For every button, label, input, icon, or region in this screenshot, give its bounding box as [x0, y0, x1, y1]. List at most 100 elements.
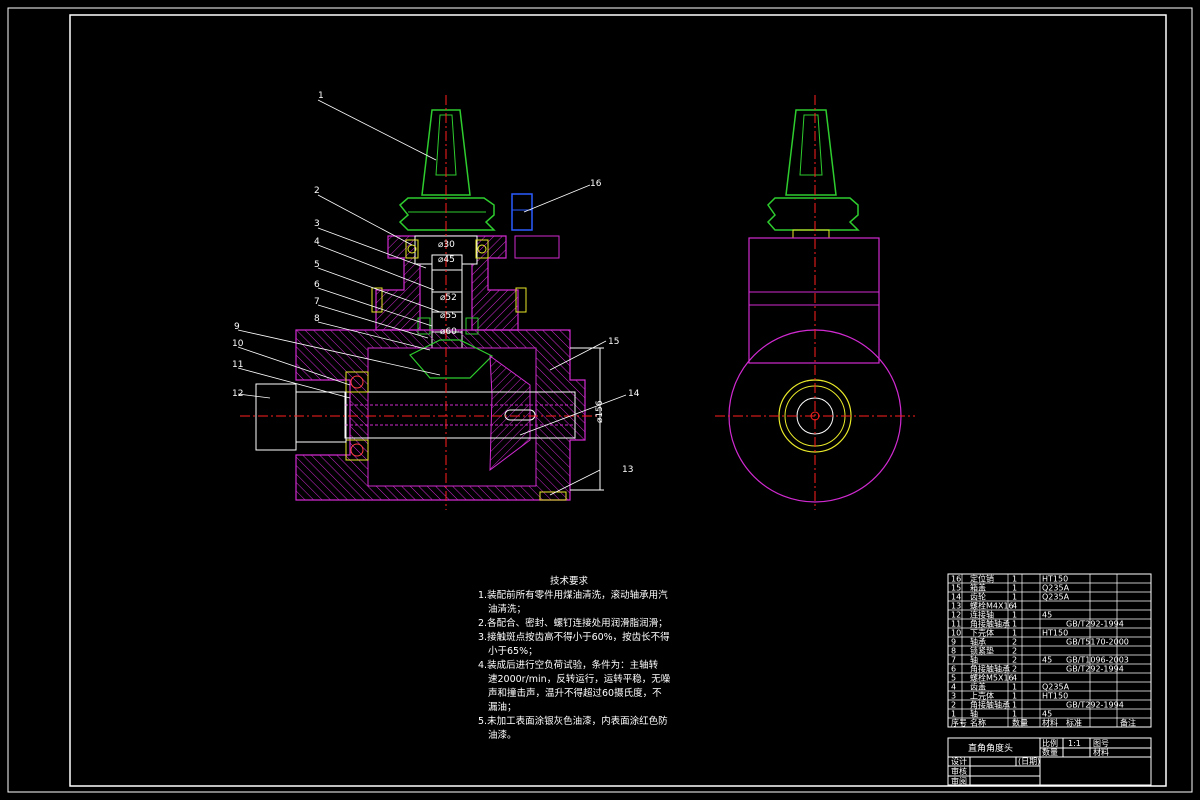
bom-header-std: 标准 — [1066, 718, 1082, 728]
tech-line: 声和撞击声，温升不得超过60摄氏度，不 — [488, 687, 662, 699]
tech-line: 小于65%； — [488, 646, 538, 657]
bom-qty: 1 — [1012, 611, 1017, 620]
bom-name: 齿轮 — [970, 592, 986, 602]
bom-no: 10 — [951, 629, 961, 638]
approve-label: 审阅 — [951, 776, 967, 786]
bom-no: 16 — [951, 575, 961, 584]
bom-qty: 1 — [1012, 593, 1017, 602]
tech-requirements: 技术要求 1.装配前所有零件用煤油清洗，滚动轴承用汽 油清洗； 2.各配合、密封… — [478, 575, 671, 741]
bom-name: 轴 — [970, 709, 978, 719]
bom-name: 上壳体 — [970, 691, 994, 701]
bom-qty: 1 — [1012, 629, 1017, 638]
bom-header-no: 序号 — [951, 718, 967, 728]
drawing-name: 直角角度头 — [968, 742, 1013, 754]
bom-qty: 4 — [1012, 674, 1017, 683]
bom-header-name: 名称 — [970, 718, 986, 728]
bom-no: 15 — [951, 584, 961, 593]
leader-lines — [237, 99, 627, 496]
callout-13: 13 — [622, 465, 633, 475]
design-label: 设计 — [951, 756, 967, 766]
bom-mat: Q235A — [1042, 593, 1070, 602]
bom-std: GB/T292-1994 — [1066, 701, 1124, 710]
bom-name: 锁紧垫 — [970, 646, 994, 656]
bom-no: 6 — [951, 665, 956, 674]
bom-name: 定位销 — [970, 574, 994, 584]
bom-qty: 1 — [1012, 575, 1017, 584]
callout-1: 1 — [318, 91, 324, 101]
bom-qty: 1 — [1012, 620, 1017, 629]
title-block: 直角角度头 比例 1:1 图号 数量 材料 设计 (日期) 审核 审阅 — [947, 737, 1152, 786]
bom-mat: 45 — [1042, 710, 1052, 719]
tech-line: 速2000r/min，反转运行，运转平稳，无噪 — [488, 673, 671, 685]
tech-line: 油清洗； — [488, 603, 526, 615]
bom-no: 13 — [951, 602, 961, 611]
callout-2: 2 — [314, 186, 320, 196]
bom-name: 下壳体 — [970, 628, 994, 638]
bom-name: 角接触轴承 — [970, 664, 1010, 674]
bom-no: 5 — [951, 674, 956, 683]
dim-52: ⌀52 — [440, 293, 457, 303]
bom-mat: 45 — [1042, 656, 1052, 665]
bom-no: 11 — [951, 620, 961, 629]
bom-no: 2 — [951, 701, 956, 710]
callout-8: 8 — [314, 314, 320, 324]
bom-no: 8 — [951, 647, 956, 656]
bom-no: 3 — [951, 692, 956, 701]
check-label: 审核 — [951, 766, 967, 776]
tech-line: 5.未加工表面涂银灰色油漆，内表面涂红色防 — [478, 715, 668, 727]
tech-line: 油漆。 — [488, 729, 517, 741]
bom-qty: 2 — [1012, 656, 1017, 665]
scale-value: 1:1 — [1068, 739, 1081, 748]
sheet-label: 图号 — [1093, 739, 1109, 748]
callout-16: 16 — [590, 179, 602, 189]
bom-name: 连接轴 — [970, 610, 994, 620]
scale-label: 比例 — [1042, 738, 1058, 748]
bom-no: 9 — [951, 638, 956, 647]
bom-std: GB/T5170-2000 — [1066, 638, 1129, 647]
bom-mat: Q235A — [1042, 683, 1070, 692]
tech-title: 技术要求 — [550, 575, 589, 587]
callout-4: 4 — [314, 237, 320, 247]
bom-std: GB/T1096-2003 — [1066, 656, 1129, 665]
outer-frame — [7, 7, 1193, 793]
callout-11: 11 — [232, 360, 243, 370]
bom-header-note: 备注 — [1120, 718, 1136, 728]
bom-std: GB/T292-1994 — [1066, 665, 1124, 674]
dim-156: ⌀156 — [595, 400, 605, 423]
bom-qty: 2 — [1012, 638, 1017, 647]
bom-no: 1 — [951, 710, 956, 719]
callout-3: 3 — [314, 219, 320, 229]
tech-line: 1.装配前所有零件用煤油清洗，滚动轴承用汽 — [478, 589, 668, 601]
dim-30: ⌀30 — [438, 240, 455, 250]
inner-frame — [69, 14, 1167, 787]
bom-name: 角接触轴承 — [970, 619, 1010, 629]
tech-line: 漏油； — [488, 701, 517, 713]
bom-name: 齿盖 — [970, 682, 986, 692]
material-label: 材料 — [1093, 747, 1109, 757]
bom-qty: 1 — [1012, 692, 1017, 701]
bom-no: 14 — [951, 593, 961, 602]
bom-header-mat: 材料 — [1042, 718, 1058, 728]
bom-mat: HT150 — [1042, 692, 1068, 701]
callout-14: 14 — [628, 389, 640, 399]
side-view — [715, 95, 915, 510]
bom-qty: 4 — [1012, 602, 1017, 611]
callout-9: 9 — [234, 322, 240, 332]
bom-name: 轴 — [970, 655, 978, 665]
tech-line: 4.装成后进行空负荷试验，条件为：主轴转 — [478, 659, 659, 671]
bom-qty: 2 — [1012, 647, 1017, 656]
date-tag: (日期) — [1018, 757, 1040, 766]
bom-no: 12 — [951, 611, 961, 620]
bom-mat: Q235A — [1042, 584, 1070, 593]
bom-qty: 1 — [1012, 683, 1017, 692]
bom-mat: 45 — [1042, 611, 1052, 620]
dim-55: ⌀55 — [440, 311, 457, 321]
bom-name: 螺栓M4X16 — [970, 601, 1014, 611]
dim-60: ⌀60 — [440, 327, 457, 337]
callout-10: 10 — [232, 339, 244, 349]
tech-line: 2.各配合、密封、螺钉连接处用润滑脂润滑； — [478, 617, 668, 629]
bom-qty: 2 — [1012, 665, 1017, 674]
bom-qty: 1 — [1012, 710, 1017, 719]
callout-6: 6 — [314, 280, 320, 290]
